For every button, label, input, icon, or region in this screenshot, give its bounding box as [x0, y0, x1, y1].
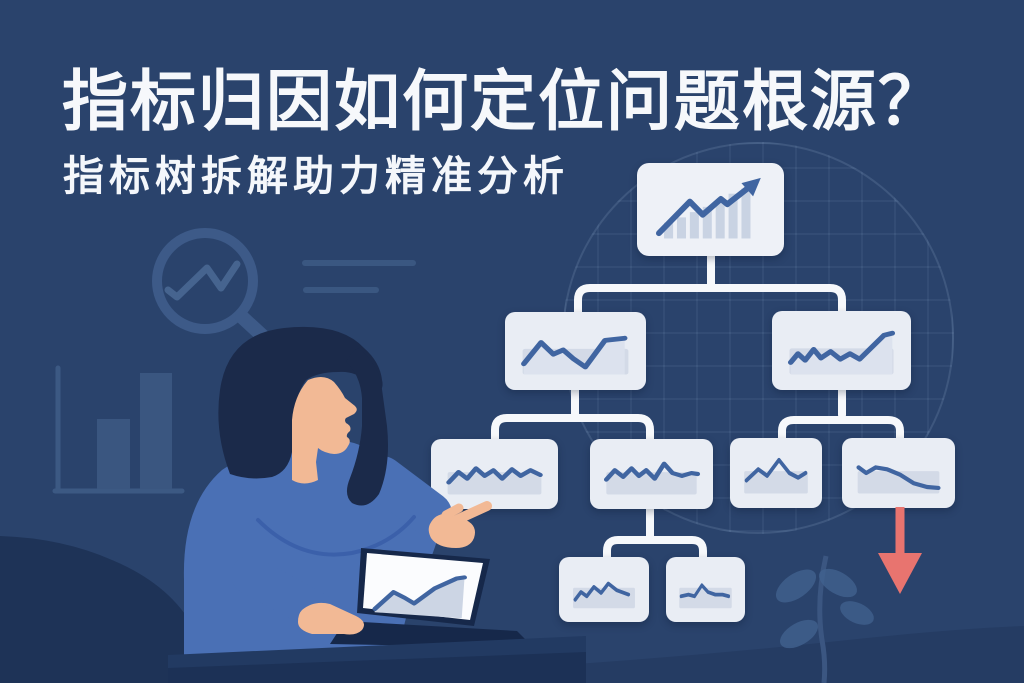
- bar-chart-decor: [52, 365, 185, 494]
- metric-card-l3-1: [431, 439, 558, 509]
- hill-silhouette: [540, 626, 1024, 683]
- metric-card-root: [637, 163, 784, 256]
- metric-card-l4-2: [666, 557, 745, 622]
- plant-decor: [775, 555, 874, 683]
- poster-title: 指标归因如何定位问题根源？: [62, 64, 946, 138]
- hair-strand: [346, 348, 388, 506]
- speed-lines-decor: [302, 260, 416, 293]
- metric-card-l3-4: [842, 438, 955, 508]
- hair: [218, 326, 383, 479]
- down-arrow-icon: [878, 507, 922, 594]
- laptop-screen-chart: [372, 575, 467, 619]
- analyst-illustration: [168, 326, 586, 683]
- metric-card-l2-right: [772, 311, 911, 390]
- metric-card-l3-2: [590, 439, 713, 509]
- desk: [168, 636, 586, 683]
- resting-hand: [298, 602, 364, 635]
- metric-card-l3-3: [730, 438, 822, 508]
- chair-silhouette: [0, 536, 209, 683]
- pointing-hand: [428, 501, 492, 548]
- metric-card-l2-left: [505, 312, 646, 390]
- laptop: [330, 548, 534, 648]
- metric-card-l4-1: [559, 557, 649, 622]
- poster-subtitle: 指标树拆解助力精准分析: [63, 153, 569, 199]
- face: [292, 376, 357, 484]
